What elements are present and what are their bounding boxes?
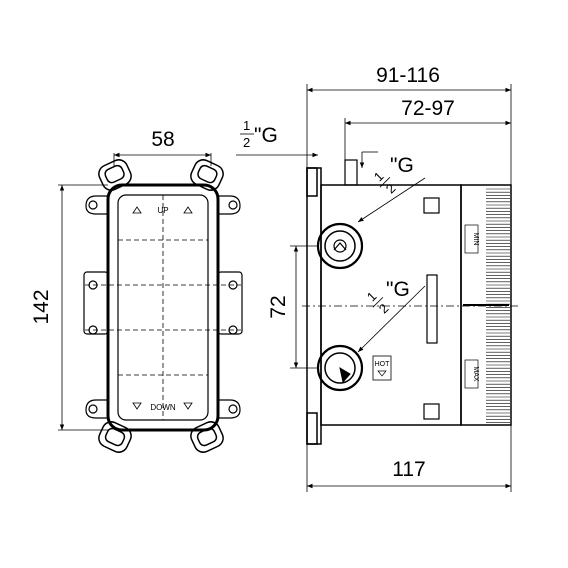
dim-range-outer-label: 91-116	[376, 64, 440, 87]
thread-plate-num: 1	[243, 118, 250, 133]
lower-port	[316, 344, 364, 392]
down-marking: DOWN	[132, 402, 193, 412]
thread-ribs	[486, 188, 510, 423]
thread-callout-plate: 1 2 "G	[236, 118, 318, 158]
body-windows	[423, 197, 440, 420]
dim-range-inner-label: 72-97	[401, 97, 455, 120]
dim-depth-total: 117	[306, 425, 512, 492]
min-marking: MIN	[464, 224, 479, 254]
side-flanges	[83, 195, 243, 419]
dim-width-front-label: 58	[151, 128, 174, 151]
dim-height-front: 142	[30, 184, 108, 431]
down-label: DOWN	[150, 403, 176, 412]
top-stub	[344, 159, 358, 186]
thread-top-den: 2	[383, 181, 399, 197]
thread-top-unit: "G	[390, 154, 414, 177]
thread-plate-unit: "G	[254, 124, 278, 147]
dim-height-front-label: 142	[30, 289, 53, 324]
dim-port-spacing: 72	[267, 245, 318, 369]
dim-range-outer: 91-116	[306, 64, 512, 185]
max-label: MAX	[472, 366, 479, 382]
thread-callout-lower: 1 2 "G	[357, 278, 426, 353]
hot-marking: HOT	[372, 355, 392, 381]
thread-lower-num: 1	[364, 289, 380, 305]
thread-plate-den: 2	[243, 135, 250, 150]
dim-width-front: 58	[113, 128, 212, 166]
dim-depth-total-label: 117	[392, 458, 425, 481]
hot-label: HOT	[375, 361, 391, 368]
thread-lower-den: 2	[376, 301, 392, 317]
thread-section	[460, 184, 512, 426]
upper-port	[316, 222, 364, 270]
centre-lines	[85, 195, 241, 420]
thread-callout-top: 1 2 "G	[357, 151, 426, 223]
dim-range-inner: 72-97	[344, 97, 511, 160]
thread-lower-unit: "G	[386, 278, 410, 301]
up-marking: UP	[132, 206, 193, 215]
max-marking: MAX	[464, 359, 479, 389]
min-label: MIN	[472, 233, 479, 246]
side-view: HOT MIN MAX 91-116 72-97	[236, 64, 520, 492]
dim-port-spacing-label: 72	[267, 295, 290, 318]
front-view: UP DOWN 58 142	[30, 128, 243, 453]
thread-top-num: 1	[371, 169, 387, 185]
up-label: UP	[157, 206, 168, 215]
